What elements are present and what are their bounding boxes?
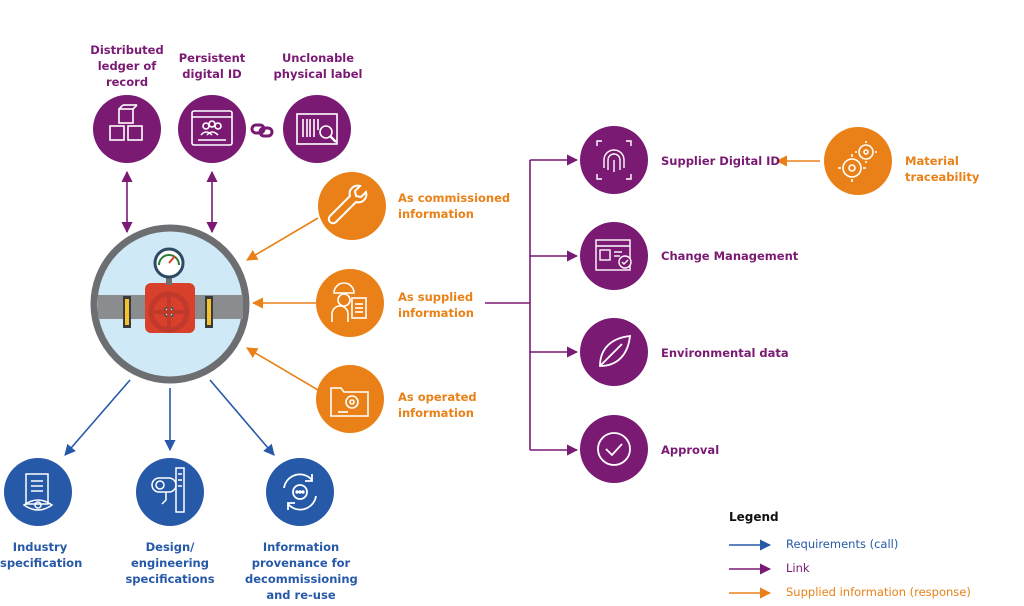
folder-gear-icon: [330, 387, 369, 417]
supplied-arrow-operated: [246, 347, 319, 391]
label-node: [283, 95, 351, 163]
operated-node: [316, 365, 384, 433]
wrench-icon: [327, 184, 368, 225]
document-eye-icon: [22, 473, 54, 511]
supplier-digital-id-node: [580, 126, 648, 194]
caliper-icon: [151, 467, 185, 513]
fingerprint-scan-icon: [596, 140, 632, 180]
ledger-label: Distributed ledger of record: [90, 43, 164, 89]
legend-lines: [729, 539, 772, 599]
chain-link-icon: [250, 123, 274, 138]
legend-title: Legend: [729, 510, 779, 524]
valve-with-gauge-icon: [98, 247, 243, 333]
change-management-node: [580, 222, 648, 290]
barcode-scan-icon: [296, 113, 338, 145]
commissioned-label: As commissioned information: [398, 191, 511, 221]
browser-check-icon: [595, 239, 632, 271]
supplied-arrow-commissioned: [246, 217, 319, 261]
link-branch: [485, 154, 579, 456]
recycle-cycle-icon: [283, 473, 317, 511]
requirement-arrow-provenance: [209, 379, 275, 456]
industry-node: [4, 458, 72, 526]
provenance-label: Information provenance for decommissioni…: [245, 540, 358, 602]
approval-label: Approval: [661, 443, 720, 457]
ledger-node: [93, 95, 161, 163]
material-node: [824, 127, 892, 195]
digital-id-icon: [191, 110, 233, 146]
design-label: Design/ engineering specifications: [125, 540, 215, 586]
legend-item-supplied: Supplied information (response): [786, 585, 971, 599]
supplier-digital-id-label: Supplier Digital ID: [661, 154, 780, 168]
supplied-node: [316, 269, 384, 337]
requirement-arrow-industry: [64, 379, 131, 456]
supplied-label: As supplied information: [398, 290, 474, 320]
legend-item-link: Link: [786, 561, 810, 575]
commissioned-node: [318, 172, 386, 240]
center-node: [90, 224, 250, 384]
gears-icon: [838, 141, 877, 182]
material-label: Material traceability: [905, 154, 980, 184]
environmental-node: [580, 318, 648, 386]
cubes-icon: [109, 104, 143, 141]
check-circle-icon: [597, 432, 631, 466]
physical-label-label: Unclonable physical label: [273, 51, 363, 81]
operated-label: As operated information: [398, 390, 477, 420]
worker-clipboard-icon: [331, 282, 367, 322]
environmental-label: Environmental data: [661, 346, 789, 360]
industry-label: Industry specification: [0, 540, 83, 570]
change-management-label: Change Management: [661, 249, 799, 263]
design-node: [136, 458, 204, 526]
provenance-node: [266, 458, 334, 526]
digital-id-node: [178, 95, 246, 163]
approval-node: [580, 415, 648, 483]
legend-item-requirements: Requirements (call): [786, 537, 899, 551]
digital-id-label: Persistent digital ID: [178, 51, 246, 81]
leaf-icon: [599, 334, 632, 367]
